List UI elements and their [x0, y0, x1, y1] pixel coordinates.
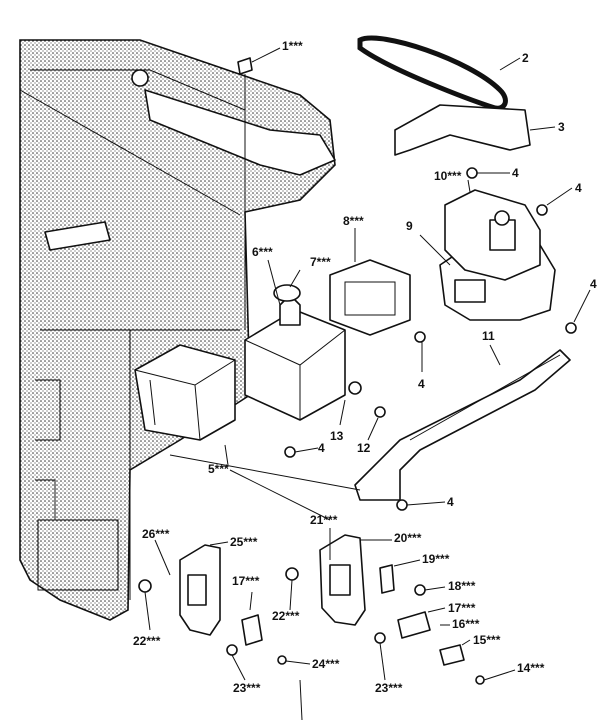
label-part-17: 17*** [448, 601, 476, 615]
label-part-22: 22*** [272, 609, 300, 623]
part-4-screws-top [466, 167, 591, 334]
label-part-4: 4 [590, 277, 597, 291]
label-part-17: 17*** [232, 574, 260, 588]
part-3-cover [394, 104, 556, 156]
part-9-waveguide [419, 179, 556, 321]
label-part-1: 1*** [282, 39, 303, 53]
part-5-transformer [134, 344, 319, 466]
label-part-15: 15*** [473, 633, 501, 647]
label-part-6: 6*** [252, 245, 273, 259]
part-1-screw [237, 47, 281, 330]
label-part-20: 20*** [394, 531, 422, 545]
label-part-10: 10*** [434, 169, 462, 183]
label-part-4: 4 [418, 377, 425, 391]
part-25-bracket [138, 539, 311, 681]
label-part-22: 22*** [133, 634, 161, 648]
label-part-4: 4 [512, 166, 519, 180]
part-8-duct [329, 228, 426, 372]
label-part-11: 11 [482, 329, 495, 343]
label-part-12: 12 [357, 441, 371, 455]
label-part-3: 3 [558, 120, 565, 134]
label-part-7: 7*** [310, 255, 331, 269]
label-part-5: 5*** [208, 462, 229, 476]
label-part-4: 4 [447, 495, 454, 509]
cabinet-chassis [19, 39, 336, 621]
label-part-19: 19*** [422, 552, 450, 566]
label-part-4: 4 [575, 181, 582, 195]
label-part-25: 25*** [230, 535, 258, 549]
label-part-21: 21*** [310, 513, 338, 527]
label-part-23: 23*** [375, 681, 403, 695]
part-labels: 1*** 2 3 4 4 4 4 4 4 5*** 6*** 7*** 8***… [133, 39, 597, 695]
label-part-14: 14*** [517, 661, 545, 675]
part-2-gasket [357, 35, 521, 111]
label-part-8: 8*** [343, 214, 364, 228]
label-part-9: 9 [406, 219, 413, 233]
part-11-bracket [354, 344, 571, 501]
label-part-24: 24*** [312, 657, 340, 671]
label-part-26: 26*** [142, 527, 170, 541]
label-part-2: 2 [522, 51, 529, 65]
part-20-bracket [285, 528, 516, 721]
label-part-16: 16*** [452, 617, 480, 631]
part-6-magnetron [244, 259, 386, 441]
label-part-4: 4 [318, 441, 325, 455]
label-part-13: 13 [330, 429, 344, 443]
label-part-23: 23*** [233, 681, 261, 695]
label-part-18: 18*** [448, 579, 476, 593]
assembly-lines [169, 454, 446, 521]
